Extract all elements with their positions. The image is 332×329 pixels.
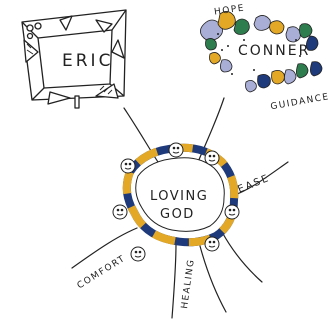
connector-to-frame — [123, 107, 159, 163]
ring-inner — [135, 157, 225, 232]
cloud-dots — [217, 33, 301, 75]
frame-name-text: ERIC — [62, 51, 113, 71]
frame-hatching — [26, 43, 113, 95]
frame-dots — [26, 22, 42, 40]
center-line2: GOD — [160, 207, 195, 222]
branch-right-word: EASE — [236, 173, 271, 196]
face-bottom-right — [204, 236, 220, 252]
connector-to-healing — [171, 243, 177, 319]
connector-to-comfort — [71, 227, 138, 269]
face-top-left — [120, 158, 136, 174]
eric-frame — [21, 9, 127, 109]
face-bottom-left — [130, 246, 146, 262]
face-left — [112, 204, 128, 220]
cloud-top-word: HOPE — [214, 3, 246, 17]
connector-extra-a — [221, 231, 263, 283]
frame-triangle-bottom2 — [47, 91, 71, 105]
branch-bottom-word: HEALING — [180, 258, 197, 309]
frame-triangle-top2 — [95, 19, 113, 33]
frame-triangle-top — [59, 15, 73, 31]
puzzle-pieces — [200, 11, 323, 93]
connector-extra-b — [199, 245, 227, 313]
cloud-bottom-word: GUIDANCE — [270, 92, 331, 112]
faces — [112, 142, 240, 262]
cloud-name-text: CONNER — [238, 43, 310, 59]
frame-hanger — [74, 95, 80, 109]
connector-to-cloud — [197, 97, 225, 163]
center-line1: LOVING — [150, 189, 208, 204]
frame-triangle-bottom — [95, 83, 119, 99]
frame-triangle-right — [111, 39, 125, 59]
face-top — [168, 142, 184, 158]
face-right — [224, 204, 240, 220]
conner-cloud — [200, 11, 323, 93]
frame-triangle-left — [23, 39, 39, 63]
face-top-right — [204, 150, 220, 166]
